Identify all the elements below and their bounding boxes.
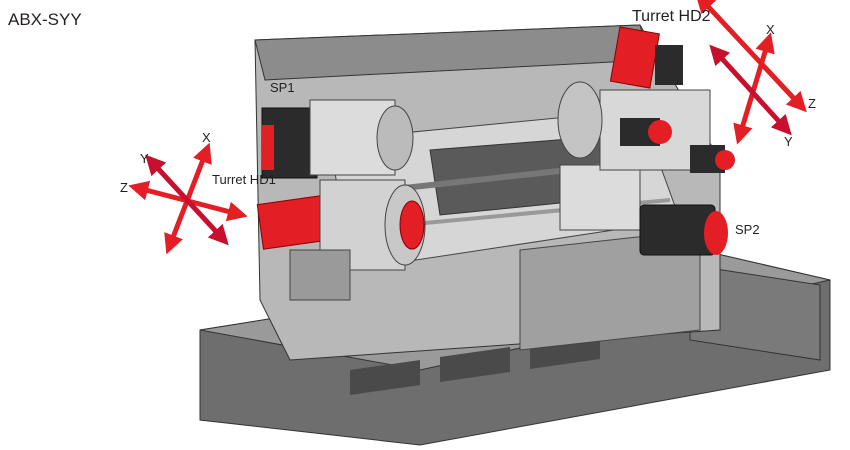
- turret-hd1-label: Turret HD1: [212, 172, 276, 187]
- turret-hd1: [256, 179, 426, 301]
- hd1-axis-x-label: X: [202, 130, 211, 145]
- sp1-label: SP1: [270, 80, 295, 95]
- turret-hd2: [557, 26, 735, 173]
- sp2-label: SP2: [735, 222, 760, 237]
- axes-hd2-icon: [695, 0, 807, 145]
- hd1-axis-y-label: Y: [140, 151, 149, 166]
- axes-hd1-icon: [128, 142, 248, 255]
- turret-hd2-label: Turret HD2: [632, 8, 711, 25]
- hd1-axis-z-label: Z: [120, 180, 128, 195]
- machine-model-title: ABX-SYY: [8, 10, 82, 29]
- hd2-axis-x-label: X: [766, 22, 775, 37]
- spindle-sp2: [559, 164, 728, 256]
- hd2-axis-y-label: Y: [784, 134, 793, 149]
- spindle-sp1: [261, 99, 414, 179]
- hd2-axis-z-label: Z: [808, 96, 816, 111]
